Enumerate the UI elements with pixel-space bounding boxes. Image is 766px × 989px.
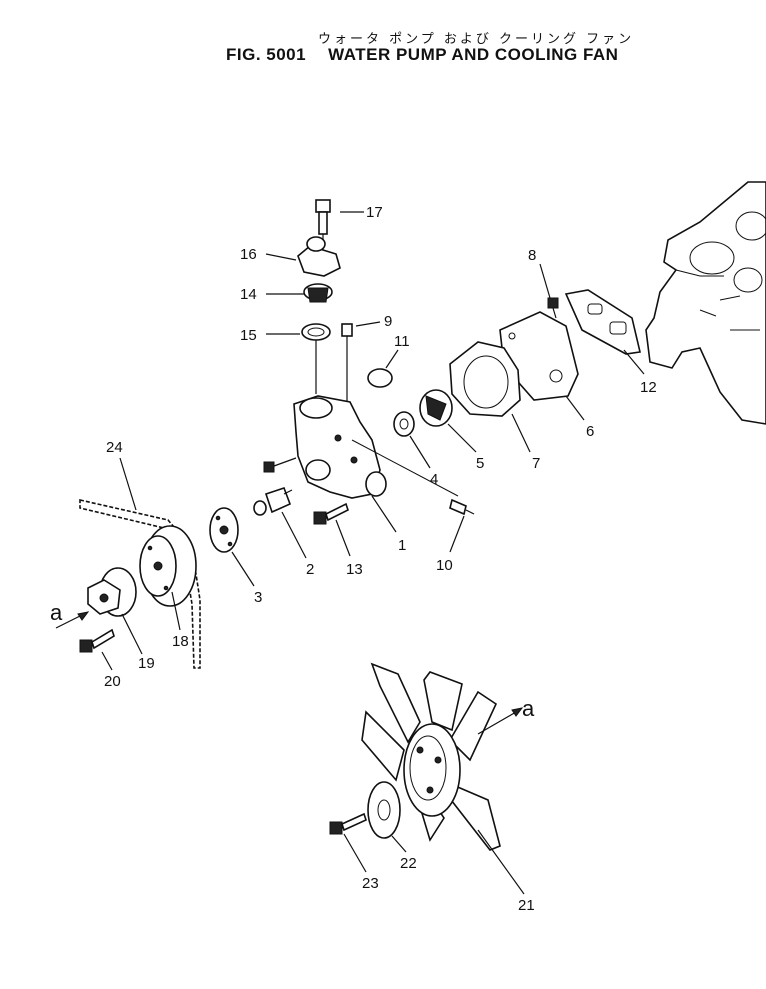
bolt-17-drawing	[315, 199, 331, 258]
spacer-plate-drawing	[367, 781, 401, 839]
water-pump-body-drawing	[293, 395, 459, 499]
small-bolt-drawing	[263, 457, 297, 473]
callout-12: 12	[640, 379, 657, 396]
bolt-8-drawing	[547, 297, 559, 319]
callout-21: 21	[518, 897, 535, 914]
callout-22: 22	[400, 855, 417, 872]
callout-14: 14	[240, 286, 257, 303]
cooling-fan-drawing	[361, 662, 501, 851]
callout-8: 8	[528, 247, 536, 264]
callout-3: 3	[254, 589, 262, 606]
temperature-sensor-drawing	[449, 498, 475, 516]
callout-6: 6	[586, 423, 594, 440]
part-callouts: 1 2 3 4 5 6 7 8 9 10 11 12 13 14 15 16 1…	[104, 204, 657, 914]
thermostat-drawing	[303, 283, 333, 303]
bolt-23-drawing	[329, 812, 367, 835]
pulley-flange-drawing	[209, 507, 239, 553]
callout-4: 4	[430, 471, 438, 488]
callout-11: 11	[394, 333, 410, 350]
callout-19: 19	[138, 655, 155, 672]
water-pump-gasket-drawing	[564, 289, 641, 355]
view-arrow-left	[55, 611, 90, 629]
callout-10: 10	[436, 557, 453, 574]
figure-number: FIG. 5001	[226, 45, 307, 64]
fan-pulley-drawing	[139, 525, 197, 607]
seal-ring-drawing	[301, 323, 331, 394]
callout-17: 17	[366, 204, 383, 221]
view-marker-right: a	[522, 696, 535, 721]
callout-24: 24	[106, 439, 123, 456]
callout-7: 7	[532, 455, 540, 472]
shaft-drawing	[253, 486, 293, 516]
o-ring-drawing	[367, 368, 393, 388]
callout-23: 23	[362, 875, 379, 892]
water-outlet-drawing	[297, 236, 341, 277]
view-arrow-right	[477, 707, 524, 735]
callout-18: 18	[172, 633, 189, 650]
gasket-7-drawing	[449, 341, 521, 417]
callout-2: 2	[306, 561, 314, 578]
callout-13: 13	[346, 561, 363, 578]
callout-5: 5	[476, 455, 484, 472]
impeller-drawing	[419, 389, 453, 427]
view-marker-left: a	[50, 600, 63, 625]
bolt-13-drawing	[313, 502, 349, 525]
fan-hub-drawing	[87, 567, 137, 617]
leader-lines	[101, 211, 645, 895]
callout-15: 15	[240, 327, 257, 344]
bolt-20-drawing	[79, 628, 115, 653]
engine-block-drawing	[645, 181, 766, 425]
callout-1: 1	[398, 537, 406, 554]
figure-title: FIG. 5001 WATER PUMP AND COOLING FAN	[226, 45, 640, 65]
figure-title-english: WATER PUMP AND COOLING FAN	[328, 45, 619, 64]
callout-16: 16	[240, 246, 257, 263]
callout-9: 9	[384, 313, 392, 330]
seal-drawing	[393, 411, 415, 437]
title-japanese: ウォータ ポンプ および クーリング ファン	[318, 32, 635, 47]
callout-20: 20	[104, 673, 121, 690]
